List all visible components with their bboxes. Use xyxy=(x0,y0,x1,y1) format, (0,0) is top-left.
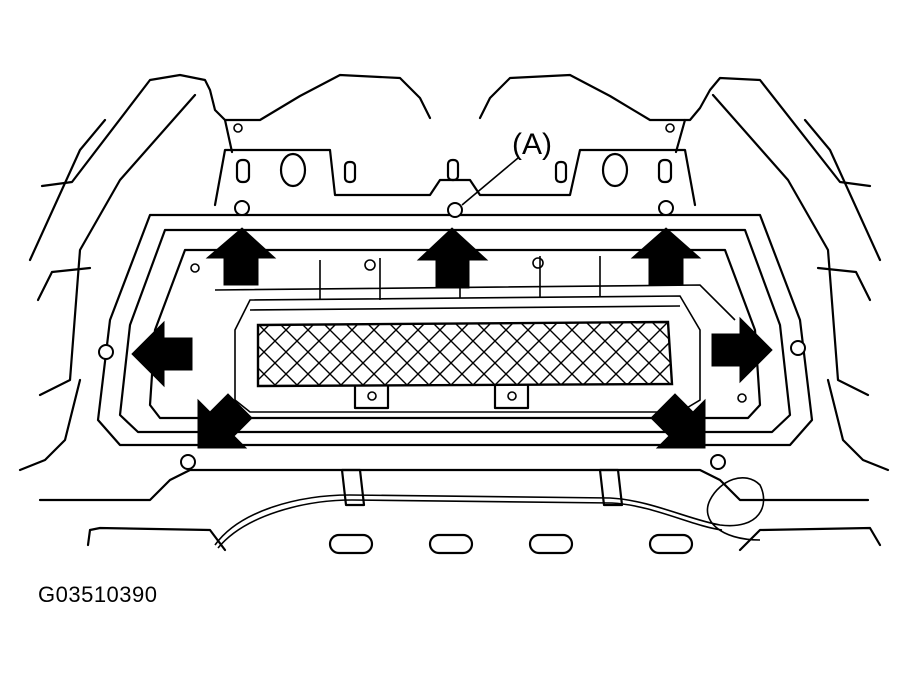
figure-id: G03510390 xyxy=(38,582,158,607)
callout-label-a: (A) xyxy=(512,128,552,161)
wire-harness xyxy=(214,468,765,549)
arrow-up-center-icon xyxy=(416,227,489,289)
upper-bracket xyxy=(213,118,697,207)
lower-tabs xyxy=(353,384,530,410)
nut xyxy=(98,344,114,360)
outer-body-lines xyxy=(18,73,890,552)
nut xyxy=(447,202,463,218)
nut xyxy=(710,454,726,470)
arrow-down-right-icon xyxy=(650,393,706,449)
fasteners xyxy=(98,200,806,470)
nut xyxy=(180,454,196,470)
callout-leader xyxy=(461,157,519,206)
arrow-up-right-icon xyxy=(630,227,702,286)
nut xyxy=(658,200,674,216)
arrow-left-icon xyxy=(131,320,193,388)
arrow-up-left-icon xyxy=(205,227,277,286)
mesh-lens xyxy=(256,320,674,388)
diagram: (A) xyxy=(18,73,890,555)
nut xyxy=(234,200,250,216)
nut xyxy=(790,340,806,356)
arrow-right-icon xyxy=(711,316,773,384)
arrow-down-left-icon xyxy=(197,393,253,449)
removal-arrows xyxy=(131,227,773,449)
bottom-slots xyxy=(328,533,694,555)
